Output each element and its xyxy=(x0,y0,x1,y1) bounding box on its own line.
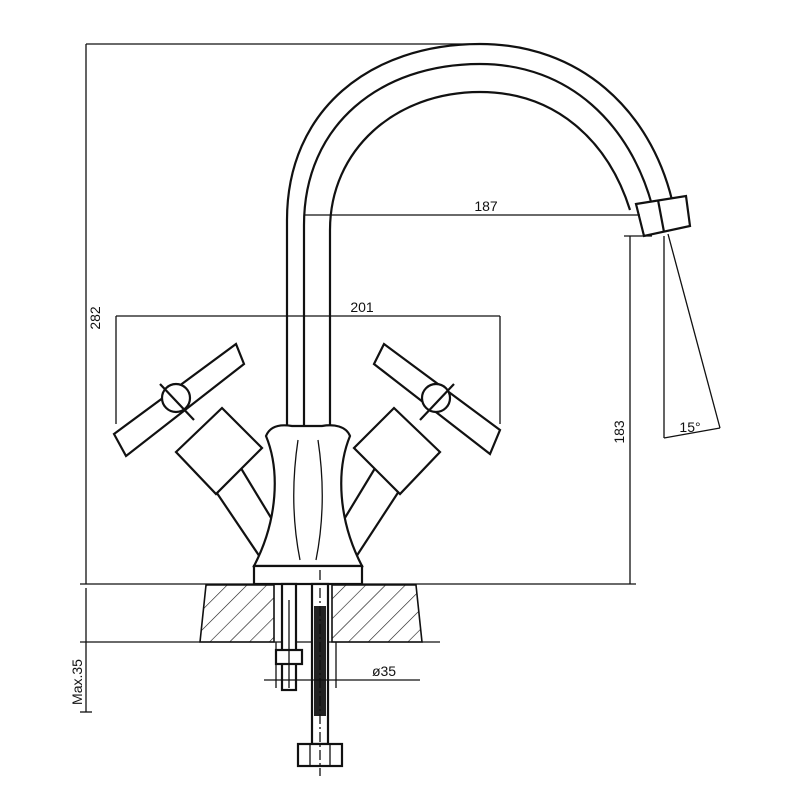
deck-section-hatched xyxy=(199,584,423,643)
dimension-spout-angle: 15° xyxy=(663,233,721,439)
right-handle xyxy=(339,342,502,561)
dimension-max-thickness: Max.35 xyxy=(69,588,92,713)
dimension-handle-span-label: 201 xyxy=(350,299,374,315)
dimension-spout-reach-label: 187 xyxy=(474,198,498,214)
faucet-body xyxy=(252,424,364,586)
dimension-spout-height-label: 183 xyxy=(611,420,627,444)
dimension-hole-diameter: ø35 xyxy=(264,642,420,688)
dimension-spout-height: 183 xyxy=(611,235,652,584)
dimension-max-thickness-label: Max.35 xyxy=(69,659,85,705)
dimension-hole-diameter-label: ø35 xyxy=(372,663,396,679)
dimension-overall-height: 282 xyxy=(85,43,470,584)
dimension-spout-reach: 187 xyxy=(304,198,640,216)
dimension-handle-span: 201 xyxy=(115,299,501,424)
spout xyxy=(285,42,692,426)
dimension-overall-height-label: 282 xyxy=(87,306,103,330)
left-handle xyxy=(112,342,277,561)
dimension-spout-angle-label: 15° xyxy=(679,419,700,435)
braided-hose xyxy=(311,606,329,716)
mounting-hardware xyxy=(274,570,344,776)
